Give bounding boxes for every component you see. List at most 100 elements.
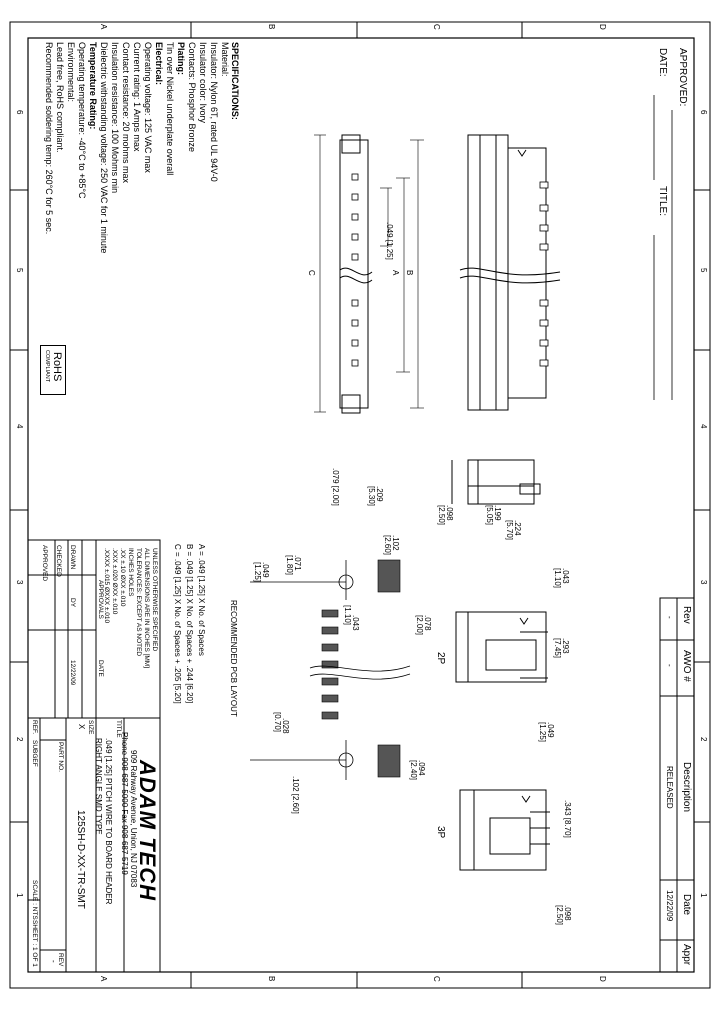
- spec-line: Dielectric withstanding voltage: 250 VAC…: [99, 42, 109, 254]
- dim-293: .293: [561, 638, 570, 654]
- awo-value: -: [665, 664, 674, 667]
- header-front-view: [339, 134, 373, 414]
- pcb-layout-label: RECOMMENDED PCB LAYOUT: [229, 600, 238, 717]
- title-block: [27, 539, 161, 973]
- part-no-label: PART NO.: [57, 742, 64, 772]
- formula-b: B = .049 [1.25] X No. of Spaces + .244 […: [185, 544, 194, 704]
- zone-number-4-right: 4: [699, 424, 708, 429]
- zone-letter-d-bottom: D: [598, 976, 607, 982]
- dim-071-mm: [1.80]: [285, 555, 294, 576]
- title-line-1: .049 [1.25] PITCH WIRE TO BOARD HEADER: [104, 738, 113, 905]
- dim-094: .094: [417, 760, 426, 776]
- dim-049c-mm: [1.25]: [538, 722, 547, 743]
- zone-letter-a-bottom: A: [99, 976, 108, 982]
- date-header: Date: [681, 894, 692, 916]
- size-label: SIZE: [87, 720, 94, 735]
- dim-pitch: .049 [1.25]: [385, 222, 394, 260]
- zone-number-1-right: 1: [699, 893, 708, 898]
- zone-number-2-left: 2: [15, 737, 24, 742]
- spec-line: Contacts: Phosphor Bronze: [187, 42, 197, 153]
- zone-number-3-left: 3: [15, 580, 24, 585]
- spec-line: Insulator color: Ivory: [198, 42, 208, 124]
- dim-028-mm: [0.70]: [273, 712, 282, 733]
- specs-heading: SPECIFICATIONS:: [230, 42, 240, 120]
- zone-number-5-right: 5: [699, 268, 708, 273]
- dim-lines-front: [314, 134, 424, 413]
- tolerance-line: .XX ±.10 ØXX ±.010: [119, 548, 126, 607]
- pcb-break: [309, 665, 411, 672]
- spec-line: Insulation resistance: 100 Mohms min: [110, 42, 120, 194]
- approval-lines: [653, 95, 673, 400]
- appr-header: Appr: [681, 944, 692, 966]
- drawn-date: 12/22/09: [69, 660, 76, 686]
- dim-199-mm: [5.05]: [485, 505, 494, 526]
- dim-043b-mm: [1.10]: [343, 605, 352, 626]
- zone-number-2-right: 2: [699, 737, 708, 742]
- spec-line: Insulator: Nylon 6T, rated UL 94V-0: [209, 42, 219, 182]
- title-block-title-label: TITLE: [115, 720, 122, 738]
- tolerance-line: UNLESS OTHERWISE SPECIFIED: [151, 548, 158, 652]
- pcb-layout: [250, 560, 354, 780]
- pcb-pads: [321, 559, 401, 778]
- view-2p: [455, 611, 548, 683]
- approved-label: APPROVED:: [677, 48, 688, 107]
- tolerance-line: ALL DIMENSIONS ARE IN INCHES [MM]: [143, 548, 150, 669]
- inner-border: [27, 37, 695, 973]
- description-value: RELEASED: [665, 766, 674, 809]
- dim-028: .028: [281, 718, 290, 734]
- tolerance-line: .XXX ±.020 ØXX ±.010: [111, 548, 118, 615]
- revision-block: [659, 597, 695, 973]
- rohs-logo: RoHS COMPLIANT: [40, 345, 66, 395]
- dim-a: A: [391, 270, 400, 276]
- spec-line: Recommended soldering temp: 260°C for 5 …: [44, 42, 54, 235]
- rev-header: Rev: [681, 606, 692, 624]
- spec-line: Current rating: 1 Amps max: [132, 42, 142, 152]
- rohs-text: RoHS: [51, 352, 63, 382]
- zone-number-6-left: 6: [15, 110, 24, 115]
- zone-letter-c-top: C: [432, 24, 441, 30]
- dim-078: .078: [423, 615, 432, 631]
- date-value: 12/22/09: [665, 890, 674, 922]
- approvals-heading: APPROVALS: [97, 580, 104, 619]
- dim-071: .071: [293, 555, 302, 571]
- dim-199: .199: [493, 505, 502, 521]
- size-value: X: [77, 724, 86, 730]
- dim-098b-mm: [2.50]: [555, 905, 564, 926]
- dim-098b: .098: [563, 905, 572, 921]
- dim-209-mm: [5.30]: [367, 486, 376, 507]
- rev-block-value: -: [49, 960, 58, 963]
- checked-label: CHECKED: [55, 545, 62, 577]
- zone-number-1-left: 1: [15, 893, 24, 898]
- drawn-by: DY: [69, 598, 76, 608]
- dim-079: .079 [2.00]: [331, 468, 340, 506]
- dim-209: .209: [375, 486, 384, 502]
- spec-line: Electrical:: [154, 42, 164, 86]
- outer-border: [9, 21, 711, 989]
- view-3p: [459, 789, 550, 871]
- spec-line: Environmental:: [66, 42, 76, 103]
- spec-line: Material:: [220, 42, 230, 77]
- dim-049b-mm: [1.25]: [253, 562, 262, 583]
- spec-line: Contact resistance: 20 mohms max: [121, 42, 131, 184]
- dim-343: .343 [8.70]: [563, 800, 572, 838]
- header-top-view: [459, 134, 561, 411]
- rev-value: -: [665, 616, 674, 619]
- dim-043-mm: [1.10]: [553, 568, 562, 589]
- spec-line: Tin over Nickel underplate overall: [165, 42, 175, 176]
- dim-043b: .043: [351, 615, 360, 631]
- scale-label: SCALE : NTS: [31, 880, 38, 920]
- tolerance-line: INCHES HOLES: [127, 548, 134, 597]
- ref-value: SUBGEF: [31, 740, 38, 767]
- label-2p: 2P: [435, 652, 446, 665]
- zone-letter-c-bottom: C: [432, 976, 441, 982]
- dim-102a: .102: [391, 535, 400, 551]
- title-line-2: RIGHT ANGLE SMD TYPE: [94, 738, 103, 835]
- title-label: TITLE:: [657, 186, 668, 217]
- zone-ticks: [10, 22, 710, 988]
- front-view-pins: [351, 173, 359, 367]
- dim-102a-mm: [2.60]: [383, 535, 392, 556]
- spec-line: Temperature Rating:: [88, 42, 98, 130]
- dim-b: B: [405, 270, 414, 276]
- dim-c: C: [307, 270, 316, 276]
